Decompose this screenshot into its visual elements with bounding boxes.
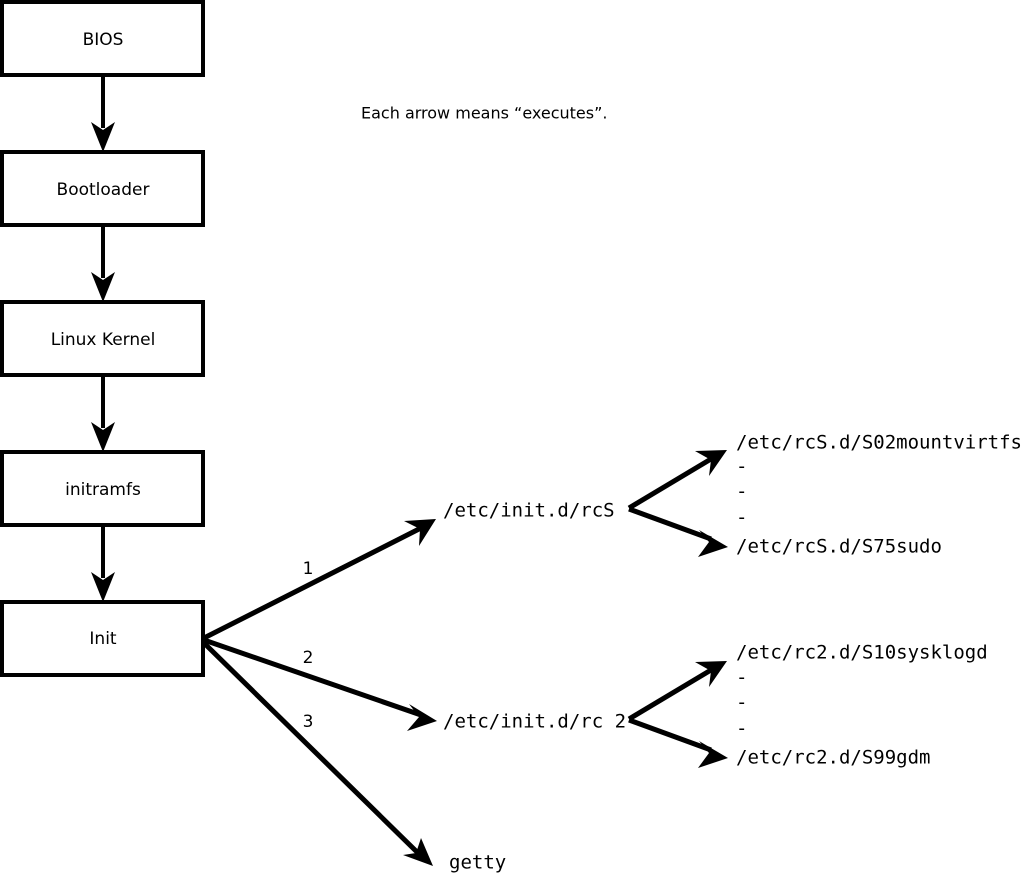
branch-3-arrowhead [403,838,433,866]
branch-2-number: 2 [303,648,314,668]
rc2-subbranch-first-arrowhead [695,661,727,687]
init-branch-1: 1 [202,519,436,641]
branch-3-line [202,641,420,855]
chain-connectors [91,75,115,602]
label-rc2-script-first: /etc/rc2.d/S10sysklogd [736,642,988,664]
branch-1-number: 1 [303,559,314,579]
rc2-subbranches: /etc/rc2.d/S10sysklogd - - - /etc/rc2.d/… [627,642,988,769]
box-bootloader[interactable]: Bootloader [0,150,205,227]
label-rc2: /etc/init.d/rc 2 [443,711,626,733]
rcs-ellipsis-dash-3: - [736,507,747,529]
label-rcs-script-first: /etc/rcS.d/S02mountvirtfs [736,432,1022,454]
box-bootloader-label: Bootloader [57,180,150,200]
rcs-subbranch-first-line [627,456,713,511]
label-rcs: /etc/init.d/rcS [443,500,615,522]
box-initramfs-rect [0,450,205,527]
legend-note: Each arrow means “executes”. [361,104,607,123]
rcs-subbranches: /etc/rcS.d/S02mountvirtfs - - - /etc/rcS… [627,432,1022,558]
rcs-subbranch-last-line [628,506,712,542]
arrowhead-bios-bootloader [91,122,115,152]
box-bios[interactable]: BIOS [0,0,205,77]
branch-1-line [202,525,423,641]
rc2-ellipsis-dash-1: - [736,667,747,689]
rc2-subbranch-last-line [628,717,712,753]
box-initramfs-label: initramfs [65,480,141,500]
label-rcs-script-last: /etc/rcS.d/S75sudo [736,536,942,558]
rcs-ellipsis-dash-2: - [736,481,747,503]
box-bios-rect [0,0,205,77]
label-getty: getty [449,852,506,874]
branch-2-arrowhead [407,704,437,731]
label-rc2-script-last: /etc/rc2.d/S99gdm [736,747,930,769]
rc2-ellipsis-dash-2: - [736,692,747,714]
box-bootloader-rect [0,150,205,227]
init-branch-2: 2 [203,637,437,731]
box-initramfs[interactable]: initramfs [0,450,205,527]
rcs-subbranch-last-arrowhead [698,530,728,557]
box-linux-kernel-rect [0,300,205,377]
box-linux-kernel-label: Linux Kernel [51,330,156,350]
rcs-ellipsis-dash-1: - [736,456,747,478]
box-init-label: Init [89,629,117,649]
box-init-rect [0,600,205,677]
arrowhead-bootloader-kernel [91,272,115,302]
arrowhead-kernel-initramfs [91,422,115,452]
rc2-subbranch-last-arrowhead [698,741,728,768]
rc2-subbranch-first-line [627,667,713,722]
box-bios-label: BIOS [83,30,124,50]
box-linux-kernel[interactable]: Linux Kernel [0,300,205,377]
rcs-subbranch-first-arrowhead [695,450,727,476]
branch-1-arrowhead [404,519,436,546]
branch-2-line [203,637,422,718]
init-branch-3: 3 [202,641,433,866]
branch-3-number: 3 [303,712,314,732]
rc2-ellipsis-dash-3: - [736,718,747,740]
arrowhead-initramfs-init [91,572,115,602]
box-init[interactable]: Init [0,600,205,677]
